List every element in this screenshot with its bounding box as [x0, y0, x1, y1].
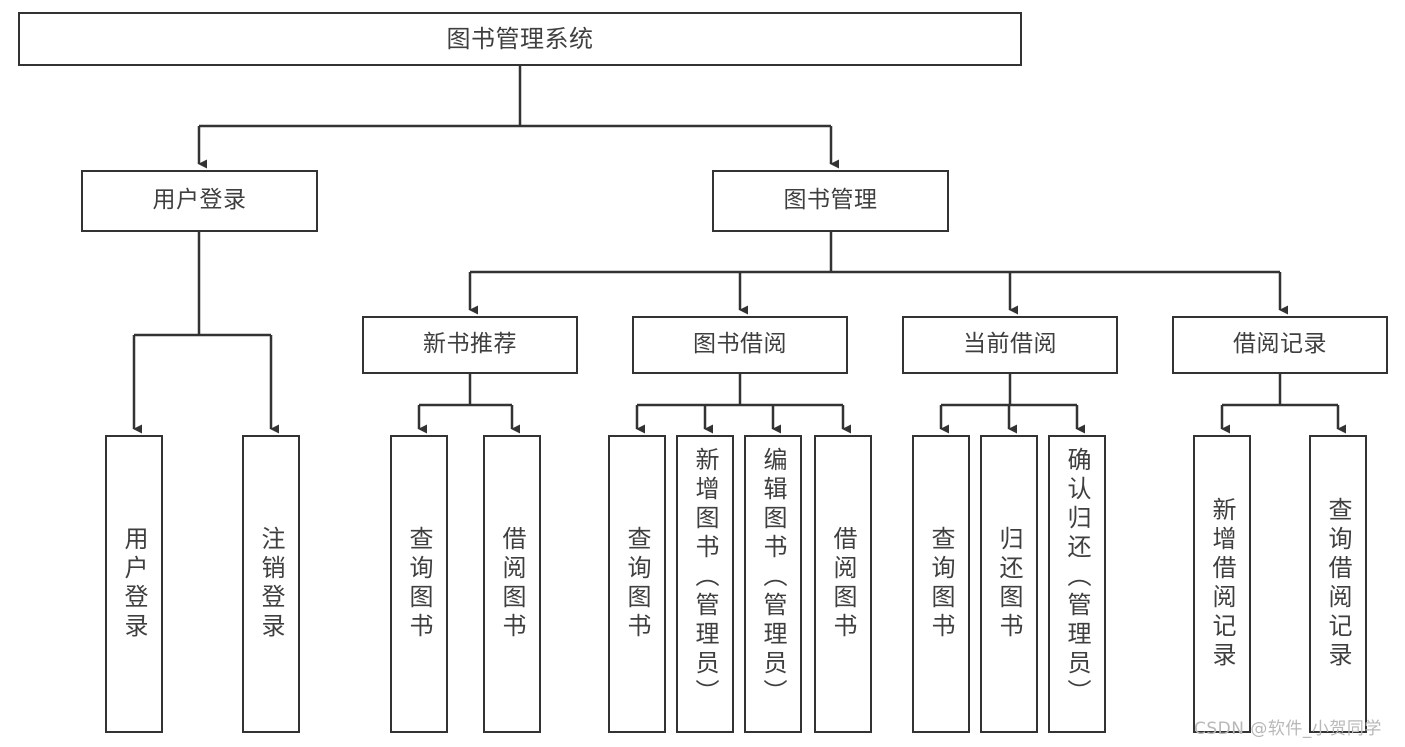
node-label: 借阅图书: [829, 526, 857, 642]
node-label: 编辑图书（管理员）: [759, 447, 787, 708]
node-leaf-query-borrow-record[interactable]: 查询借阅记录: [1309, 435, 1367, 733]
node-leaf-add-borrow-record[interactable]: 新增借阅记录: [1193, 435, 1251, 733]
node-leaf-query-book-recommend[interactable]: 查询图书: [390, 435, 448, 733]
node-leaf-query-book-current[interactable]: 查询图书: [912, 435, 970, 733]
node-label: 当前借阅: [963, 331, 1057, 358]
node-leaf-return-book[interactable]: 归还图书: [980, 435, 1038, 733]
node-leaf-query-book-borrow[interactable]: 查询图书: [608, 435, 666, 733]
node-new-book-recommend[interactable]: 新书推荐: [362, 316, 578, 374]
node-label: 新书推荐: [423, 331, 517, 358]
node-label: 确认归还（管理员）: [1063, 447, 1091, 708]
node-label: 新增图书（管理员）: [691, 447, 719, 708]
node-book-manage[interactable]: 图书管理: [712, 170, 949, 232]
node-leaf-confirm-return[interactable]: 确认归还（管理员）: [1048, 435, 1106, 733]
node-leaf-add-book[interactable]: 新增图书（管理员）: [676, 435, 734, 733]
node-leaf-borrow-book-borrow[interactable]: 借阅图书: [814, 435, 872, 733]
node-leaf-edit-book[interactable]: 编辑图书（管理员）: [744, 435, 802, 733]
node-root-system[interactable]: 图书管理系统: [18, 12, 1022, 66]
node-current-borrow[interactable]: 当前借阅: [902, 316, 1118, 374]
node-label: 图书借阅: [693, 331, 787, 358]
node-label: 查询借阅记录: [1324, 497, 1352, 671]
node-label: 图书管理: [783, 187, 878, 214]
node-book-borrow[interactable]: 图书借阅: [632, 316, 848, 374]
node-label: 借阅记录: [1233, 331, 1327, 358]
node-label: 注销登录: [257, 526, 285, 642]
node-leaf-logout-login[interactable]: 注销登录: [242, 435, 300, 733]
node-label: 查询图书: [405, 526, 433, 642]
node-label: 用户登录: [120, 526, 148, 642]
csdn-watermark: CSDN @软件_小贺同学: [1194, 719, 1382, 739]
node-label: 借阅图书: [498, 526, 526, 642]
node-label: 用户登录: [152, 187, 247, 214]
node-borrow-record[interactable]: 借阅记录: [1172, 316, 1388, 374]
node-label: 图书管理系统: [446, 24, 594, 53]
node-leaf-user-login[interactable]: 用户登录: [105, 435, 163, 733]
node-label: 查询图书: [623, 526, 651, 642]
node-label: 归还图书: [995, 526, 1023, 642]
node-leaf-borrow-book-recommend[interactable]: 借阅图书: [483, 435, 541, 733]
node-user-login[interactable]: 用户登录: [81, 170, 318, 232]
node-label: 新增借阅记录: [1208, 497, 1236, 671]
node-label: 查询图书: [927, 526, 955, 642]
